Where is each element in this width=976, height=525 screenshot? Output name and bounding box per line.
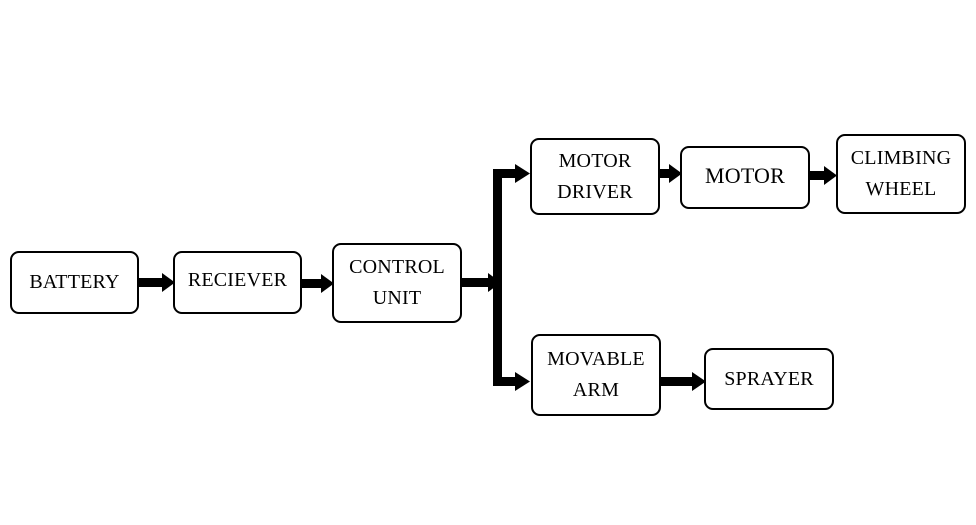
node-battery-line-1: BATTERY: [29, 271, 120, 293]
arrow-receiver-control-unit: [301, 274, 334, 293]
node-receiver-line-1: RECIEVER: [187, 269, 288, 291]
arrow-branch-motor-driver: [493, 164, 530, 183]
node-climbing-wheel-line-2: WHEEL: [865, 178, 937, 200]
node-sprayer: SPRAYER: [704, 348, 834, 410]
arrow-movable-arm-sprayer: [660, 372, 706, 391]
arrow-motor-climbing-wheel: [808, 166, 837, 185]
node-receiver: RECIEVER: [173, 251, 302, 314]
node-motor-line-1: MOTOR: [704, 163, 786, 188]
node-sprayer-line-1: SPRAYER: [724, 367, 814, 390]
arrow-battery-receiver: [138, 273, 175, 292]
node-motor-driver-line-1: MOTOR: [558, 149, 632, 172]
node-movable-arm-line-1: MOVABLE: [547, 348, 645, 370]
node-movable-arm: MOVABLE ARM: [531, 334, 661, 416]
node-movable-arm-line-2: ARM: [572, 379, 620, 401]
connector-control-unit-branch: [460, 169, 502, 386]
node-climbing-wheel: CLIMBING WHEEL: [836, 134, 966, 214]
node-control-unit-line-2: UNIT: [372, 287, 422, 309]
node-control-unit-line-1: CONTROL: [349, 256, 445, 278]
node-control-unit: CONTROL UNIT: [332, 243, 462, 323]
node-battery: BATTERY: [10, 251, 139, 314]
arrow-motor-driver-motor: [659, 164, 682, 183]
node-climbing-wheel-line-1: CLIMBING: [850, 147, 952, 169]
node-motor-driver-line-2: DRIVER: [557, 180, 633, 203]
node-motor: MOTOR: [680, 146, 810, 209]
node-motor-driver: MOTOR DRIVER: [530, 138, 660, 215]
arrow-branch-movable-arm: [493, 372, 530, 391]
